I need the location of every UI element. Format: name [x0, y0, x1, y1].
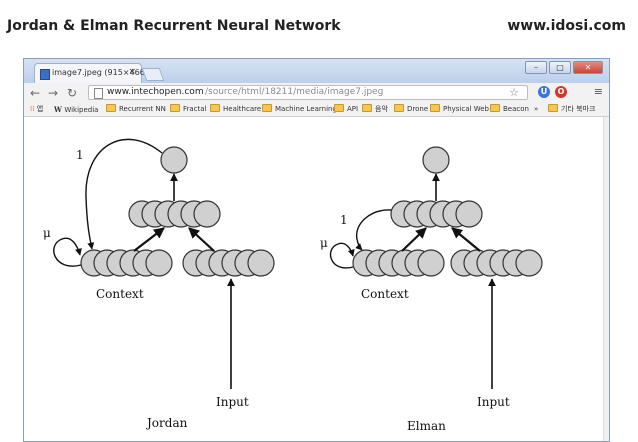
- bookmark-folder-other[interactable]: 기타 북마크: [548, 104, 595, 115]
- folder-icon: [170, 104, 180, 112]
- bookmark-folder-api[interactable]: API: [334, 104, 358, 115]
- elman-one-label: 1: [340, 213, 348, 227]
- page-icon: [94, 88, 103, 99]
- vertical-scrollbar[interactable]: [603, 117, 609, 441]
- address-bar[interactable]: www.intechopen.com /source/html/18211/me…: [88, 85, 528, 100]
- menu-icon[interactable]: ≡: [593, 85, 603, 98]
- elman-network: 1 μ Context Input Elman: [320, 146, 543, 433]
- jordan-input-layer: [182, 249, 275, 277]
- elman-hidden-layer: [390, 200, 483, 228]
- bookmark-folder-healthcare[interactable]: Healthcare: [210, 104, 261, 115]
- elman-input-to-hidden-arrow: [451, 227, 481, 252]
- slide-site-url: www.idosi.com: [507, 18, 626, 34]
- bookmark-wikipedia[interactable]: W Wikipedia: [54, 105, 99, 114]
- elman-mu-label: μ: [320, 236, 328, 250]
- folder-icon: [548, 104, 558, 112]
- close-window-button[interactable]: ✕: [573, 61, 603, 74]
- elman-context-layer: [352, 249, 445, 277]
- folder-icon: [430, 104, 440, 112]
- apps-bookmark[interactable]: ⁞⁞ 앱: [30, 105, 44, 113]
- folder-icon: [262, 104, 272, 112]
- folder-icon: [490, 104, 500, 112]
- bookmark-folder-drone[interactable]: Drone: [394, 104, 428, 115]
- elman-output-node: [422, 146, 450, 174]
- maximize-button[interactable]: □: [549, 61, 571, 74]
- jordan-hidden-layer: [128, 200, 221, 228]
- jordan-network: 1 μ Context Input Jordan: [43, 138, 275, 430]
- bookmarks-bar: ⁞⁞ 앱 W Wikipedia Recurrent NN Fractal He…: [24, 103, 609, 117]
- navigation-bar: ← → ↻ www.intechopen.com /source/html/18…: [24, 83, 609, 103]
- elman-input-layer: [450, 249, 543, 277]
- minimize-button[interactable]: –: [525, 61, 547, 74]
- jordan-context-layer: [80, 249, 173, 277]
- elman-context-self-loop: [329, 242, 355, 269]
- jordan-title: Jordan: [145, 416, 188, 430]
- folder-icon: [394, 104, 404, 112]
- reload-icon[interactable]: ↻: [67, 86, 78, 100]
- bookmark-folder-physical-web[interactable]: Physical Web: [430, 104, 489, 115]
- browser-titlebar: image7.jpeg (915×466) × – □ ✕: [24, 59, 609, 83]
- close-tab-icon[interactable]: ×: [128, 67, 136, 77]
- jordan-output-node: [160, 146, 188, 174]
- bookmark-folder-fractal[interactable]: Fractal: [170, 104, 207, 115]
- folder-icon: [106, 104, 116, 112]
- extension-opera-icon[interactable]: O: [555, 86, 567, 98]
- jordan-one-label: 1: [76, 148, 84, 162]
- back-arrow-icon[interactable]: ←: [30, 86, 41, 100]
- jordan-input-label: Input: [216, 395, 249, 409]
- jordan-input-to-hidden-arrow: [188, 227, 215, 252]
- more-bookmarks-chevron[interactable]: »: [534, 105, 539, 113]
- elman-input-label: Input: [477, 395, 510, 409]
- jordan-context-self-loop: [53, 237, 82, 267]
- bookmark-folder-recurrent-nn[interactable]: Recurrent NN: [106, 104, 166, 115]
- forward-arrow-icon[interactable]: →: [48, 86, 59, 100]
- folder-icon: [210, 104, 220, 112]
- elman-context-to-hidden-arrow: [401, 227, 427, 252]
- bookmark-folder-machine-learning[interactable]: Machine Learning: [262, 104, 337, 115]
- image-viewport: 1 μ Context Input Jordan: [24, 117, 609, 441]
- extension-u-icon[interactable]: U: [538, 86, 550, 98]
- jordan-mu-label: μ: [43, 226, 51, 240]
- jordan-output-feedback-arrow: [85, 138, 163, 250]
- jordan-context-label: Context: [96, 287, 144, 301]
- wikipedia-icon: W: [54, 105, 65, 114]
- url-host: www.intechopen.com: [107, 87, 204, 97]
- elman-title: Elman: [407, 419, 446, 433]
- bookmark-folder-music[interactable]: 음악: [362, 104, 388, 115]
- new-tab-button[interactable]: [141, 68, 165, 81]
- bookmark-folder-beacon[interactable]: Beacon: [490, 104, 529, 115]
- elman-hidden-feedback-arrow: [355, 209, 392, 251]
- folder-icon: [362, 104, 372, 112]
- jordan-context-to-hidden-arrow: [133, 227, 165, 252]
- browser-window: image7.jpeg (915×466) × – □ ✕ ← → ↻ www.…: [23, 58, 610, 442]
- tab-title: image7.jpeg (915×466): [52, 68, 148, 77]
- bookmark-star-icon[interactable]: ☆: [509, 86, 519, 99]
- rnn-diagram: 1 μ Context Input Jordan: [43, 138, 543, 433]
- folder-icon: [334, 104, 344, 112]
- slide-title: Jordan & Elman Recurrent Neural Network: [7, 18, 341, 34]
- apps-grid-icon: ⁞⁞: [30, 105, 37, 113]
- elman-context-label: Context: [361, 287, 409, 301]
- image-file-icon: [40, 69, 50, 80]
- url-path: /source/html/18211/media/image7.jpeg: [205, 87, 384, 97]
- browser-tab[interactable]: image7.jpeg (915×466) ×: [34, 63, 148, 83]
